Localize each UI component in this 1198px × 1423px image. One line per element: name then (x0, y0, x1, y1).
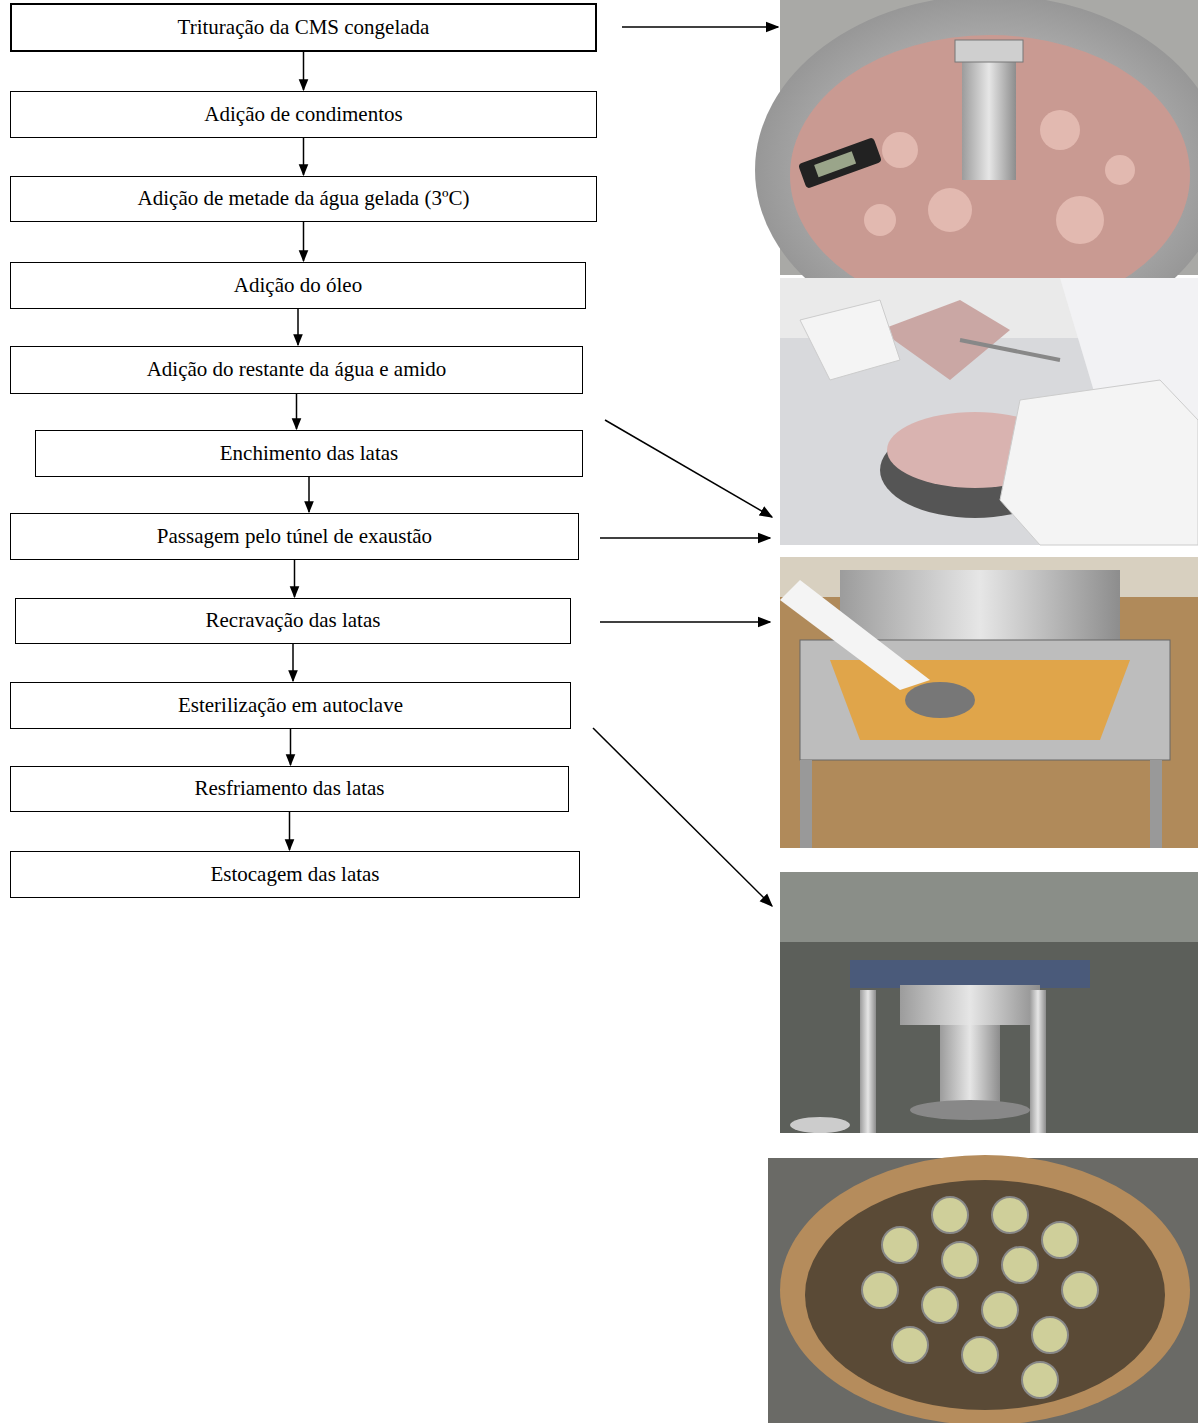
process-box: Adição de metade da água gelada (3ºC) (10, 176, 597, 222)
step-label: Adição de metade da água gelada (3ºC) (130, 186, 478, 211)
photo-filling (780, 278, 1198, 545)
photo-seamer (780, 872, 1198, 1133)
flow-arrow (303, 222, 305, 261)
step-label: Trituração da CMS congelada (170, 15, 438, 40)
step-label: Resfriamento das latas (186, 776, 392, 801)
leader-line (605, 420, 772, 517)
process-box: Estocagem das latas (10, 851, 580, 898)
process-box: Esterilização em autoclave (10, 682, 571, 729)
flow-arrow (292, 644, 294, 681)
flow-arrow (296, 394, 298, 429)
step-label: Enchimento das latas (212, 441, 406, 466)
step-label: Estocagem das latas (202, 862, 387, 887)
process-box: Adição de condimentos (10, 91, 597, 138)
leader-line (622, 26, 778, 28)
step-label: Passagem pelo túnel de exaustão (149, 524, 440, 549)
process-box: Resfriamento das latas (10, 766, 569, 812)
leader-line (600, 537, 770, 539)
process-box: Enchimento das latas (35, 430, 583, 477)
photo-autoclave (768, 1155, 1198, 1423)
step-label: Recravação das latas (198, 608, 389, 633)
flow-arrow (303, 138, 305, 175)
flow-arrow (289, 812, 291, 850)
step-label: Esterilização em autoclave (170, 693, 411, 718)
leader-line (593, 728, 772, 906)
process-box: Trituração da CMS congelada (10, 3, 597, 52)
leader-line (600, 621, 770, 623)
flow-arrow (308, 477, 310, 512)
process-box: Adição do óleo (10, 262, 586, 309)
flow-arrow (303, 52, 305, 90)
process-box: Recravação das latas (15, 598, 571, 644)
flow-arrow (294, 560, 296, 597)
flow-arrow (290, 729, 292, 765)
step-label: Adição de condimentos (196, 102, 410, 127)
photo-leaders (593, 27, 778, 906)
process-box: Passagem pelo túnel de exaustão (10, 513, 579, 560)
process-box: Adição do restante da água e amido (10, 346, 583, 394)
step-label: Adição do restante da água e amido (139, 357, 455, 382)
step-label: Adição do óleo (226, 273, 370, 298)
photo-exhaust-tunnel (780, 557, 1198, 848)
flow-arrow (297, 309, 299, 345)
